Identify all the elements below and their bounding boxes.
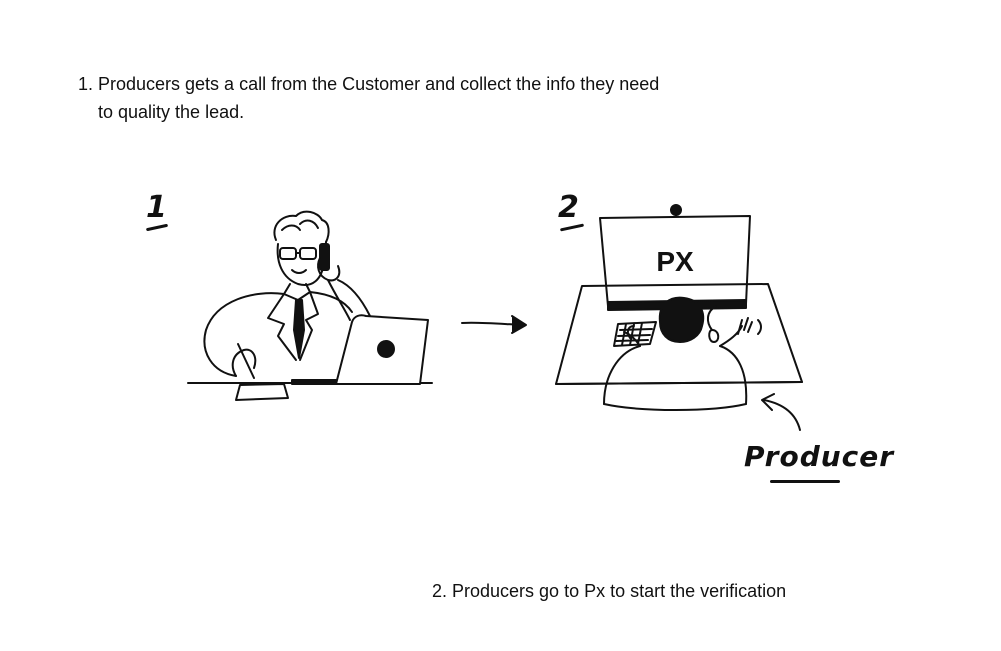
monitor-label: PX (656, 246, 694, 277)
step-1-line-1: Producers gets a call from the Customer … (98, 74, 660, 94)
step-1-caption: 1.Producers gets a call from the Custome… (78, 70, 758, 126)
curved-arrow-icon (761, 393, 801, 431)
scene-2-number: 2 (558, 190, 579, 225)
step-2-caption: 2. Producers go to Px to start the verif… (432, 581, 787, 601)
step-1-line-2: to quality the lead. (98, 102, 245, 122)
producer-underline (770, 480, 840, 483)
producer-label: Producer (744, 440, 895, 473)
arrow-right-icon (461, 315, 527, 334)
person-at-computer-illustration (555, 204, 803, 411)
step-1-number: 1. (78, 74, 94, 94)
person-on-phone-illustration (187, 210, 433, 401)
scene-1-number: 1 (146, 190, 167, 225)
